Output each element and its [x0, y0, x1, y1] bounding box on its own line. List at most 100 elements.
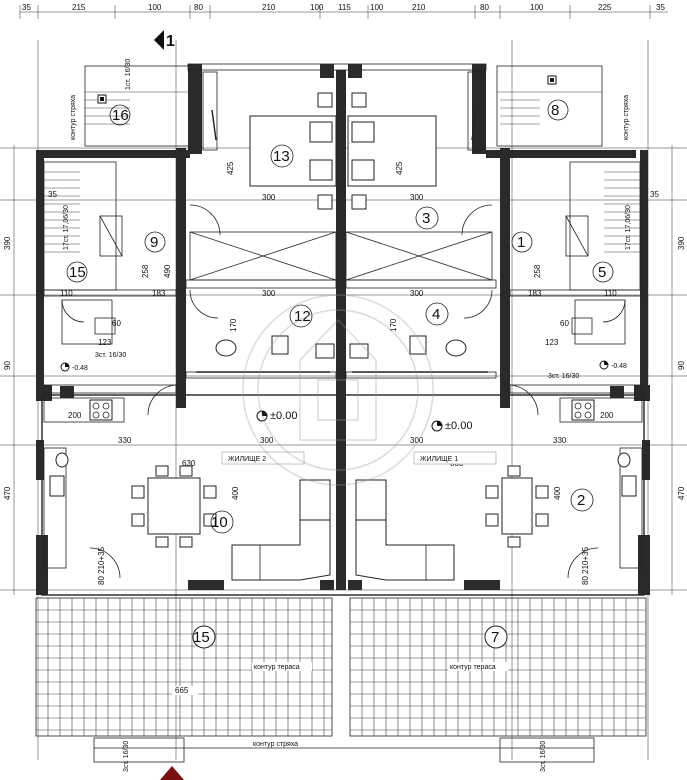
section-marker-label: 1 [166, 33, 175, 50]
room-4: 4 [432, 306, 440, 323]
dim-400-right: 400 [553, 486, 562, 500]
roof-contour-right: контур стряха [623, 95, 630, 140]
top-dim-11: 225 [598, 3, 612, 12]
dim-200-left: 200 [68, 411, 82, 420]
top-dim-8: 210 [412, 3, 426, 12]
top-porch-left: 16 контур стряха 1ст. 16/30 [70, 59, 191, 147]
left-dim-0: 390 [3, 236, 12, 250]
dim-300-e: 300 [260, 436, 274, 445]
left-vertical-dims: 390 90 470 [3, 145, 15, 595]
dim-60-r: 60 [560, 319, 569, 328]
top-porch-right: 8 контур стряха [496, 65, 630, 147]
top-dim-10: 100 [530, 3, 544, 12]
dim-425-left: 425 [226, 161, 235, 175]
dim-400-left: 400 [231, 486, 240, 500]
dim-490: 490 [163, 264, 172, 278]
section-marker-bottom [160, 766, 184, 780]
bottom-roof-contour: контур стряха 3ст. 16/30 3ст. 16/30 [93, 737, 595, 772]
dim-183-left: 183 [152, 289, 166, 298]
bedroom-block: 13 3 425 425 300 300 300 300 490 258 258… [141, 71, 542, 416]
dim-330-left: 330 [118, 436, 132, 445]
room-1: 1 [517, 234, 525, 251]
dim-258-left: 258 [141, 264, 150, 278]
room-15: 15 [193, 629, 210, 646]
roof-contour-bottom: контур стряха [253, 741, 298, 748]
section-marker-top: 1 [154, 30, 175, 50]
left-dim-1: 90 [3, 361, 12, 370]
room-2: 2 [577, 492, 585, 509]
top-dim-4: 210 [262, 3, 276, 12]
dwelling-labels: ЖИЛИЩЕ 2 ЖИЛИЩЕ 1 ±0.00 ±0.00 [221, 410, 497, 465]
dim-60-l: 60 [112, 319, 121, 328]
bathrooms: 12 4 [196, 302, 488, 373]
level-mark-left: -0.48 [60, 362, 88, 372]
kitchen-right: 200 330 [553, 397, 643, 569]
left-stair-hall: 17ст. 17,06/30 15 9 35 110 60 123 3ст. 1… [43, 161, 166, 372]
room-9: 9 [150, 234, 158, 251]
dim-110-l: 110 [60, 289, 73, 298]
kitchen-left: 200 330 [43, 397, 132, 569]
living-left: 630 10 400 80 210+35 300 [89, 436, 331, 585]
dim-123-r: 123 [545, 338, 559, 347]
room-10: 10 [211, 514, 228, 531]
floor-level-right: ±0.00 [445, 420, 472, 432]
dim-300-b: 300 [410, 193, 424, 202]
dim-300-c: 300 [262, 289, 276, 298]
top-dimension-chain: 35 215 100 80 210 100 115 100 210 80 100… [19, 3, 668, 19]
room-12: 12 [294, 308, 311, 325]
room-5: 5 [598, 264, 606, 281]
room-11: 13 [273, 148, 290, 165]
stair-label-bottom-left: 3ст. 16/30 [123, 741, 130, 772]
room-3: 3 [422, 210, 430, 227]
top-dim-2: 100 [148, 3, 162, 12]
dim-123-l: 123 [98, 338, 112, 347]
dwelling-label-2: ЖИЛИЩЕ 2 [228, 456, 266, 463]
dim-200-right: 200 [600, 411, 614, 420]
room-8: 8 [551, 102, 559, 119]
level-outside-left: -0.48 [72, 365, 88, 372]
terrace-contour-right: контур тераса [450, 664, 496, 671]
stair-label-upper-left: 17ст. 17,06/30 [63, 205, 70, 250]
left-dim-2: 470 [3, 486, 12, 500]
top-dim-12: 35 [656, 3, 665, 12]
terrace-contour-left: контур тераса [254, 664, 300, 671]
stair-label-upper-right: 17ст. 17,06/30 [625, 205, 632, 250]
dim-300-f: 300 [410, 436, 424, 445]
room-16: 16 [112, 107, 129, 124]
top-dim-9: 80 [480, 3, 489, 12]
stair-label-bottom-right: 3ст. 16/30 [540, 741, 547, 772]
right-stair-hall: 17ст. 17,06/30 5 1 35 110 60 123 3ст. 16… [511, 161, 659, 380]
door-label-right: 80 210+35 [581, 546, 590, 585]
right-dim-0: 390 [677, 236, 686, 250]
room-7: 7 [491, 629, 499, 646]
dim-35-l: 35 [48, 190, 57, 199]
dim-630-left: 630 [182, 459, 196, 468]
stair-label-roof-left: 1ст. 16/30 [125, 59, 132, 90]
dim-258-right: 258 [533, 264, 542, 278]
dim-35-r: 35 [650, 190, 659, 199]
dim-170-right: 170 [389, 318, 398, 332]
dim-665: 665 [175, 686, 189, 695]
building-walls [36, 63, 650, 596]
roof-contour-left: контур стряха [70, 95, 77, 140]
dim-110-r: 110 [604, 289, 617, 298]
right-dim-1: 90 [677, 361, 686, 370]
dim-183-right: 183 [528, 289, 542, 298]
floor-level-left: ±0.00 [270, 410, 297, 422]
stair-label-lower-right: 3ст. 16/30 [548, 373, 579, 380]
level-outside-right: -0.48 [611, 363, 627, 370]
living-right: 630 2 400 80 210+35 300 [355, 436, 599, 585]
watermark-logo [242, 294, 434, 486]
dim-300-a: 300 [262, 193, 276, 202]
top-dim-0: 35 [22, 3, 31, 12]
terrace-right: 7 контур тераса [349, 597, 647, 737]
right-dim-2: 470 [677, 486, 686, 500]
door-label-left: 80 210+35 [97, 546, 106, 585]
dim-330-right: 330 [553, 436, 567, 445]
top-dim-6: 115 [338, 3, 351, 12]
stair-label-lower-left: 3ст. 16/30 [95, 352, 126, 359]
dim-170-left: 170 [229, 318, 238, 332]
top-dim-7: 100 [370, 3, 384, 12]
level-mark-right: -0.48 [599, 360, 627, 370]
top-dim-3: 80 [194, 3, 203, 12]
